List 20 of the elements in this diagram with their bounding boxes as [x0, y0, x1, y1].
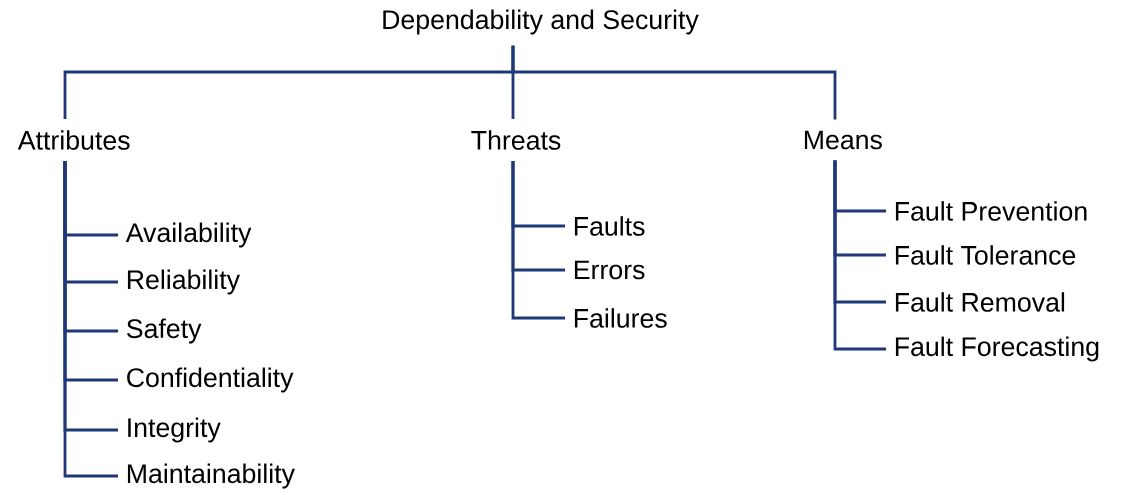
item-label: Safety: [126, 318, 202, 344]
item-label: Failures: [574, 308, 667, 328]
connector-line: [511, 45, 837, 120]
heading-text: Dependability and Security: [383, 9, 699, 35]
connector-line: [833, 160, 886, 351]
item-label: Fault Forecasting: [895, 336, 1099, 362]
item-label: Reliability: [127, 269, 240, 295]
item-label: Fault Removal: [895, 292, 1065, 312]
item-label: Integrity: [128, 417, 221, 443]
item-label: Errors: [574, 260, 645, 280]
item-label: Confidentiality: [127, 367, 294, 393]
item-label: Fault Prevention: [895, 201, 1087, 221]
category-label: Threats: [471, 130, 561, 150]
item-label: Faults: [574, 216, 645, 236]
item-label: Fault Tolerance: [895, 245, 1076, 265]
category-label: Means: [804, 130, 882, 150]
item-label: Maintainability: [127, 463, 295, 489]
category-label: Attributes: [17, 130, 130, 150]
connector-line: [511, 161, 565, 320]
item-label: Availability: [125, 222, 252, 248]
